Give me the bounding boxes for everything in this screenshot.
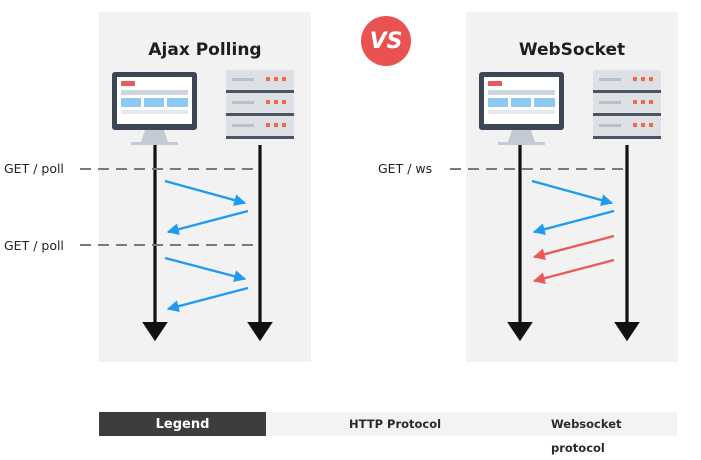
websocket-message-arrow [532, 234, 615, 261]
websocket-title: WebSocket [518, 40, 626, 60]
left-request-label-1: GET / poll [4, 161, 64, 176]
websocket-message-arrow [532, 258, 615, 285]
legend-http-label: HTTP Protocol [349, 417, 442, 431]
right-request-label-1: GET / ws [378, 161, 433, 176]
left-request-label-2: GET / poll [4, 238, 64, 253]
legend-title: Legend [99, 412, 266, 436]
legend-websocket-label: Websocket protocol [551, 417, 622, 455]
client-monitor-icon [479, 72, 564, 145]
ajax-polling-title: Ajax Polling [148, 40, 262, 60]
vs-badge: VS [361, 16, 411, 66]
http-handshake-arrow [531, 179, 614, 206]
server-icon [593, 70, 661, 139]
http-response-arrow [166, 209, 249, 236]
http-request-arrow [164, 179, 247, 206]
legend: Legend HTTP Protocol Websocket protocol [99, 412, 677, 455]
http-handshake-response-arrow [532, 209, 615, 236]
client-monitor-icon [112, 72, 197, 145]
server-icon [226, 70, 294, 139]
http-response-arrow [166, 286, 249, 313]
http-request-arrow [164, 256, 247, 283]
